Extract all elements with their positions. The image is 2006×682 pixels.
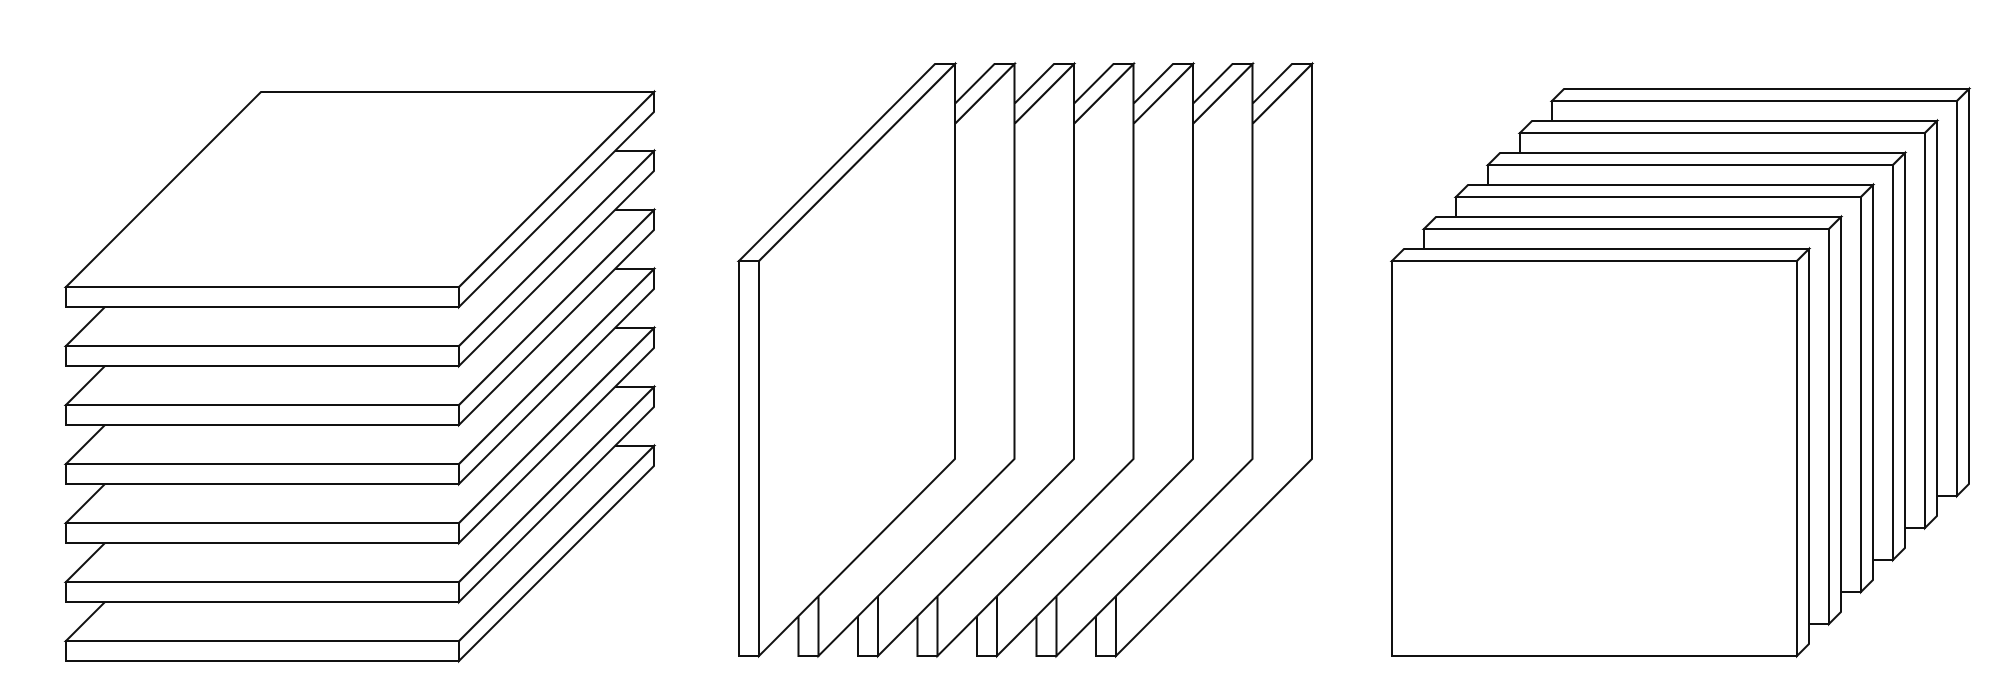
slab-front-face — [65, 463, 460, 485]
slab-front-face — [65, 345, 460, 367]
slab-front-face — [65, 640, 460, 662]
slab-top-face — [63, 91, 657, 288]
slab — [736, 61, 958, 659]
slab-top-face — [1389, 248, 1812, 262]
slab — [1389, 246, 1812, 659]
sagittal-slab-stack — [736, 61, 1315, 659]
slab-side-face — [1956, 86, 1970, 499]
slab-top-face — [1421, 216, 1844, 230]
slab-side-face — [1796, 246, 1810, 659]
slab-front-face — [65, 522, 460, 544]
slab-front-face — [738, 260, 760, 657]
slab-top-face — [1517, 120, 1940, 134]
slab-front-face — [65, 404, 460, 426]
slab-front-face — [1391, 260, 1798, 657]
slab-side-face — [1924, 118, 1938, 531]
slab-top-face — [1485, 152, 1908, 166]
slab-top-face — [1453, 184, 1876, 198]
frontal-slab-stack — [1389, 86, 1972, 659]
slab-front-face — [65, 581, 460, 603]
slab-side-face — [1828, 214, 1842, 627]
slab-front-face — [65, 286, 460, 308]
slab-top-face — [1549, 88, 1972, 102]
horizontal-slab-stack — [63, 89, 657, 664]
slab — [63, 89, 657, 310]
slab-side-face — [1892, 150, 1906, 563]
slab-side-face — [1860, 182, 1874, 595]
